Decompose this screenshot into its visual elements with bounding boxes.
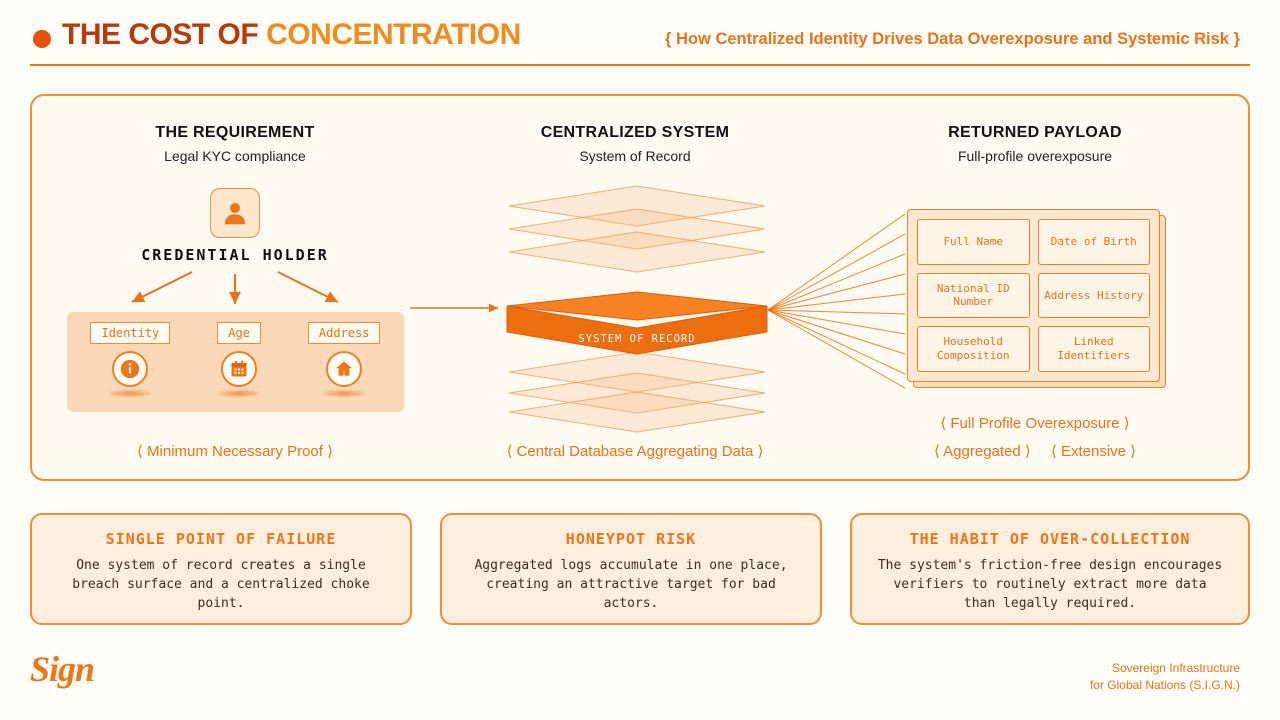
header-divider (30, 64, 1250, 66)
page-title-primary: THE COST OF (62, 18, 259, 51)
database-stack (508, 185, 766, 433)
brand-dot (33, 30, 51, 48)
age-icon-shadow (218, 390, 261, 397)
payload-field-household: Household Composition (917, 326, 1030, 372)
credential-holder-label: CREDENTIAL HOLDER (141, 246, 329, 264)
centralized-heading: CENTRALIZED SYSTEM (540, 124, 730, 141)
slab-label: SYSTEM OF RECORD (578, 333, 695, 345)
info-icon (121, 359, 140, 379)
risk-card-body: One system of record creates a single br… (72, 558, 370, 611)
payload-tag-aggregated: ⟨ Aggregated ⟩ (933, 443, 1031, 460)
identity-icon-circle (112, 351, 149, 387)
proof-item-identity: Identity (90, 322, 171, 412)
age-icon-circle (221, 351, 258, 387)
address-icon-circle (326, 351, 363, 387)
risk-card-title: HONEYPOT RISK (565, 530, 697, 548)
requirement-subheading: Legal KYC compliance (164, 148, 306, 164)
proof-box-address: Address (307, 322, 381, 344)
footer-tagline-line1: Sovereign Infrastructure (1111, 661, 1240, 675)
risk-card-title: SINGLE POINT OF FAILURE (105, 530, 337, 548)
system-of-record-slab: SYSTEM OF RECORD (506, 291, 768, 355)
risk-card-single-point-of-failure: SINGLE POINT OF FAILURE One system of re… (30, 513, 412, 625)
centralized-caption: ⟨ Central Database Aggregating Data ⟩ (506, 443, 764, 460)
risk-card-body: Aggregated logs accumulate in one place,… (474, 558, 788, 611)
main-diagram-panel: SYSTEM OF RECORD THE REQUIREMENT Legal K… (30, 94, 1250, 481)
payload-heading: RETURNED PAYLOAD (948, 124, 1122, 141)
proof-box-identity: Identity (90, 322, 171, 344)
proof-box-age: Age (217, 322, 261, 344)
payload-subheading: Full-profile overexposure (957, 148, 1113, 164)
minimum-proof-panel: Identity Age (67, 312, 404, 412)
risk-card-over-collection: THE HABIT OF OVER-COLLECTION The system'… (850, 513, 1250, 625)
footer-tagline-line2: for Global Nations (S.I.G.N.) (1089, 677, 1240, 692)
payload-tag-extensive: ⟨ Extensive ⟩ (1050, 443, 1137, 460)
page-title-secondary: CONCENTRATION (266, 18, 521, 51)
requirement-heading: THE REQUIREMENT (155, 124, 315, 141)
payload-field-full-name: Full Name (917, 219, 1030, 265)
proof-item-age: Age (217, 322, 261, 412)
address-icon-shadow (323, 390, 366, 397)
centralized-subheading: System of Record (579, 148, 691, 164)
identity-icon-shadow (109, 390, 152, 397)
proof-item-address: Address (307, 322, 381, 412)
risk-card-honeypot-risk: HONEYPOT RISK Aggregated logs accumulate… (440, 513, 822, 625)
payload-caption-top: ⟨ Full Profile Overexposure ⟩ (940, 415, 1130, 432)
credential-flow-arrows (131, 271, 339, 304)
person-icon (225, 203, 245, 225)
payload-field-grid: Full Name Date of Birth National ID Numb… (907, 209, 1160, 382)
overexposure-fan-lines (767, 213, 906, 389)
payload-field-date-of-birth: Date of Birth (1037, 219, 1150, 265)
payload-field-national-id: National ID Number (917, 272, 1030, 319)
payload-field-linked-ids: Linked Identifiers (1037, 326, 1150, 372)
payload-caption-tags: ⟨ Aggregated ⟩ ⟨ Extensive ⟩ (885, 442, 1185, 460)
sign-logo: Sign (30, 649, 95, 689)
footer-tagline: Sovereign Infrastructure for Global Nati… (1090, 660, 1240, 694)
calendar-icon (231, 360, 247, 377)
home-icon (336, 361, 353, 376)
payload-field-address-history: Address History (1037, 272, 1150, 319)
risk-card-body: The system's friction-free design encour… (877, 558, 1223, 611)
risk-card-title: THE HABIT OF OVER-COLLECTION (909, 530, 1191, 548)
requirement-caption: ⟨ Minimum Necessary Proof ⟩ (137, 443, 333, 460)
page-subtitle: { How Centralized Identity Drives Data O… (665, 30, 1240, 48)
credential-holder-avatar (210, 188, 260, 238)
